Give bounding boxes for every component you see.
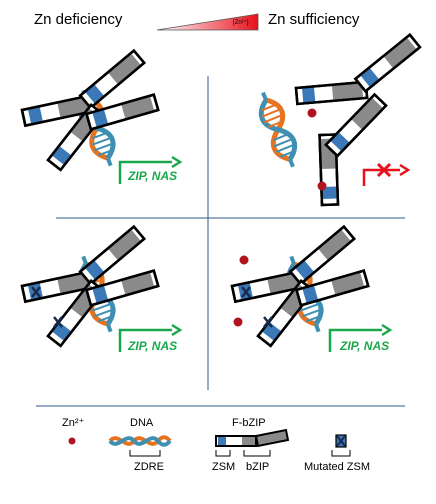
zn-gradient-wedge [156, 13, 259, 31]
fbzip-protein [294, 33, 422, 106]
zn-ion [233, 317, 243, 327]
zsm-bracket [215, 450, 231, 457]
panel-bottom-left: ZIP, NAS [20, 225, 182, 354]
zn-sufficiency-label: Zn sufficiency [268, 11, 360, 28]
zn-gradient-label: [Zn²⁺] [233, 19, 249, 26]
zdre-bracket [129, 450, 161, 457]
fbzip-protein [318, 93, 388, 207]
legend-zn-ion [68, 437, 76, 445]
dna-helix [253, 89, 302, 171]
legend-zn-label: Zn²⁺ [62, 417, 85, 429]
panel-top-left: ZIP, NAS [20, 49, 182, 186]
panel-top-right [253, 33, 422, 207]
legend: Zn²⁺ DNA ZDRE F-bZIP ZSM bZIP Mutated ZS… [62, 417, 370, 473]
gene-label: ZIP, NAS [127, 169, 177, 183]
zn-ion [307, 108, 317, 118]
mutated-zsm-bracket [331, 450, 351, 457]
gene-label: ZIP, NAS [127, 339, 177, 353]
legend-mutated-label: Mutated ZSM [304, 461, 370, 473]
blocked-arrow [362, 162, 411, 186]
legend-zdre-label: ZDRE [134, 461, 164, 473]
zn-deficiency-label: Zn deficiency [34, 11, 123, 28]
bzip-bracket [243, 450, 271, 457]
legend-mutated-zsm-icon [335, 434, 347, 448]
gene-label: ZIP, NAS [339, 339, 389, 353]
legend-fbzip-label: F-bZIP [232, 417, 266, 429]
legend-dna-label: DNA [130, 417, 154, 429]
zn-ion [239, 255, 249, 265]
zn-ion [317, 181, 327, 191]
panel-bottom-right: ZIP, NAS [230, 225, 392, 354]
legend-bzip-label: bZIP [246, 461, 269, 473]
legend-zsm-label: ZSM [212, 461, 235, 473]
legend-dna-icon [108, 435, 172, 447]
legend-fbzip-icon [215, 428, 290, 448]
